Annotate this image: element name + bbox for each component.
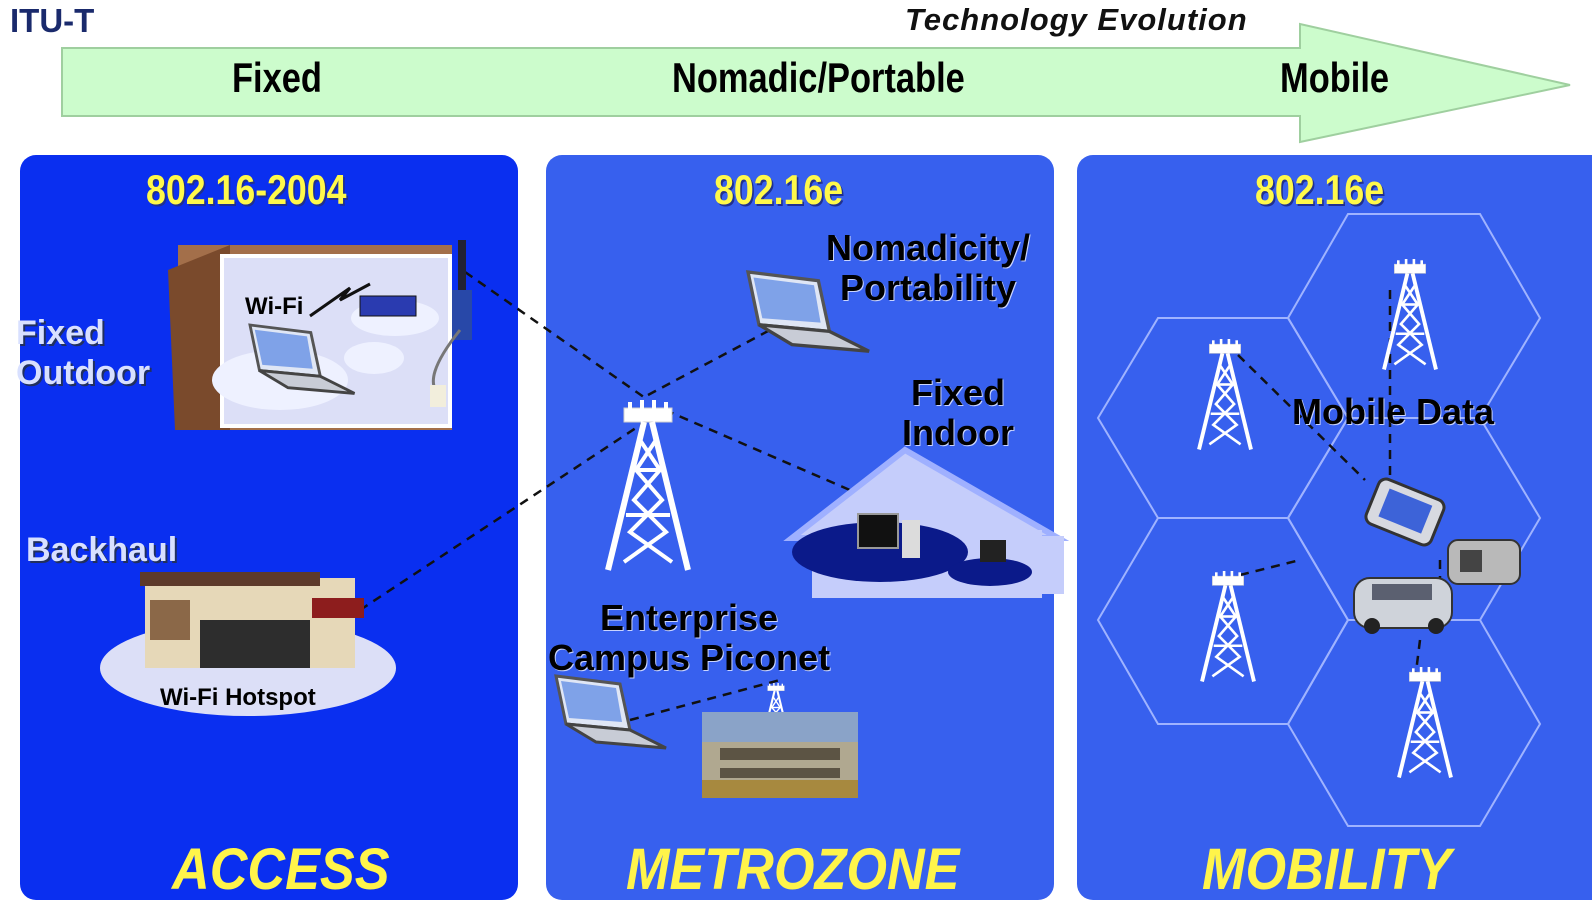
- standard-access: 802.16-2004: [146, 166, 347, 213]
- label-enterprise: Enterprise Campus Piconet: [548, 597, 831, 678]
- label-wifi: Wi-Fi: [245, 293, 304, 320]
- hex-cell-grid: [1096, 213, 1542, 827]
- stage-fixed: Fixed: [232, 54, 322, 101]
- outdoor-building-icon: [168, 240, 472, 430]
- standard-metrozone: 802.16e: [714, 166, 844, 213]
- panel-mobility: [1077, 155, 1592, 900]
- cell-tower-icon: [1200, 569, 1256, 684]
- label-wifi-hotspot: Wi-Fi Hotspot: [160, 684, 316, 711]
- label-backhaul: Backhaul: [26, 531, 178, 569]
- cell-tower-icon: [1197, 337, 1253, 452]
- label-fixed-indoor: Fixed Indoor: [902, 372, 1014, 453]
- standard-mobility: 802.16e: [1255, 166, 1385, 213]
- car-icon: [1353, 577, 1453, 634]
- building-icon: [702, 712, 858, 798]
- pda-icon: [1364, 477, 1446, 547]
- cell-tower-icon: [1397, 665, 1453, 780]
- zone-access: ACCESS: [172, 837, 390, 902]
- org-label: ITU-T: [10, 2, 95, 39]
- house-icon: [783, 446, 1070, 598]
- label-nomadicity: Nomadicity/ Portability: [826, 227, 1031, 308]
- evolution-title: Technology Evolution: [905, 2, 1248, 37]
- gadget-icon: [1447, 539, 1521, 585]
- evolution-arrow: [61, 22, 1571, 144]
- store-icon: [140, 572, 364, 668]
- stage-nomadic: Nomadic/Portable: [672, 54, 965, 101]
- cell-tower-icon: [1382, 257, 1438, 372]
- zone-metrozone: METROZONE: [626, 837, 960, 902]
- cell-tower-icon: [608, 400, 688, 570]
- label-fixed-outdoor: Fixed Outdoor: [16, 314, 151, 392]
- zone-mobility: MOBILITY: [1202, 837, 1452, 902]
- laptop-icon: [554, 674, 668, 750]
- stage-mobile: Mobile: [1280, 54, 1390, 101]
- label-mobile-data: Mobile Data: [1292, 391, 1495, 432]
